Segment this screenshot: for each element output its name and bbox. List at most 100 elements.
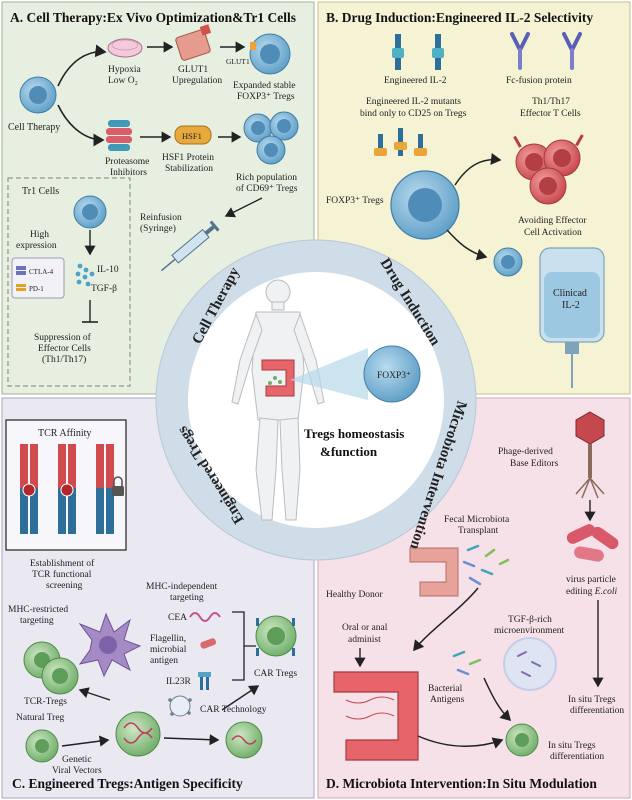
foxp3-tregs-label: FOXP3⁺ Tregs: [326, 196, 384, 206]
fecal-microbiota-1: Fecal Microbiota: [444, 515, 510, 525]
small-treg-nucleus: [501, 255, 515, 269]
effector-t-cells-label: Effector T Cells: [520, 108, 581, 119]
phage-icon: [575, 411, 605, 499]
donor-intestine-icon: [409, 547, 459, 597]
panel-b-title: B. Drug Induction:Engineered IL-2 Select…: [326, 10, 593, 25]
insitu-treg-nucleus: [515, 733, 529, 747]
panel-c-title: C. Engineered Tregs:Antigen Specificity: [12, 776, 243, 791]
proteasome-label: Proteasome: [105, 157, 149, 167]
arrow-bact-to-treg: [483, 677, 512, 722]
fecal-microbiota-2: Transplant: [458, 526, 499, 536]
tgf-rich-1: TGF-β-rich: [508, 615, 552, 625]
iv-bag-icon: [539, 247, 605, 388]
arrow-treg-to-effector: [454, 153, 502, 186]
arrow-to-reinfusion: [224, 197, 263, 218]
mhc-independent-2: targeting: [170, 593, 204, 603]
high-expression-1: High: [30, 230, 49, 240]
foxp3-label: FOXP3⁺: [377, 371, 411, 381]
fc-fusion-protein-icon: [510, 32, 582, 70]
cd25-receptors-icon: [374, 128, 427, 156]
mhc-independent-1: MHC-independent: [146, 582, 218, 592]
genetic-label: Genetic: [62, 755, 92, 765]
arrow-to-proteasome: [57, 104, 105, 147]
petri-dish-icon: [107, 38, 143, 58]
suppression-2: Effector Cells: [38, 343, 91, 354]
viral-vector-icon: [168, 695, 192, 717]
arrow-to-car-tregs: [221, 685, 260, 711]
dna-icon: [123, 722, 153, 744]
il2-mutants-1: Engineered IL-2 mutants: [366, 97, 461, 107]
culture-flask-cap-icon: [199, 24, 212, 36]
phage-base-editors-2: Base Editors: [510, 459, 559, 469]
fc-fusion-label: Fc-fusion protein: [506, 75, 572, 86]
hypoxia-label: Hypoxia: [108, 65, 142, 75]
car-treg-cell: [255, 615, 297, 657]
glut1-upregulation-2: Upregulation: [172, 76, 222, 86]
glut1-transporter-icon: [250, 42, 256, 50]
tgfb-label: TGF-β: [91, 284, 117, 294]
tr1-label: Tr1 Cells: [22, 186, 59, 197]
ecoli-bacteria-icon: [566, 524, 619, 562]
homeostasis-1: Tregs homeostasis: [304, 426, 404, 441]
tcr-treg-cells: [23, 641, 79, 695]
ctla4-label: CTLA-4: [29, 268, 54, 276]
car-technology-label: CAR Technology: [200, 705, 267, 715]
virus-editing-label: editing E.coli: [566, 587, 618, 597]
foxp3-treg-nucleus: [408, 188, 442, 222]
tgf-molecules-icon: [517, 651, 541, 677]
car-tregs-label: CAR Tregs: [254, 669, 297, 679]
suppression-1: Suppression of: [34, 332, 92, 343]
insitu-1-label: In situ Tregs: [568, 695, 616, 705]
syringe-icon: [160, 220, 220, 272]
tr1-nucleus: [82, 204, 98, 220]
flagellin-2: microbial: [150, 645, 187, 655]
glut1-tag: GLUT1: [226, 57, 250, 66]
engineered-il2-label: Engineered IL-2: [384, 76, 447, 86]
arrow-to-hypoxia: [57, 44, 107, 87]
engineered-dna-icon: [231, 735, 257, 745]
clinicad-il2-label: IL-2: [562, 300, 580, 311]
oral-anal-1: Oral or anal: [342, 623, 388, 633]
flagellin-3: antigen: [150, 656, 178, 666]
tr1-box: [7, 177, 131, 387]
cytokine-dots: [75, 263, 95, 287]
mhc-restricted-1: MHC-restricted: [8, 605, 68, 615]
suppression-3: (Th1/Th17): [42, 354, 86, 365]
expanded-treg-nucleus: [260, 44, 280, 64]
bacterial-antigens-2: Antigens: [430, 695, 465, 705]
inhibitors-label: Inhibitors: [110, 168, 147, 178]
glut1-upregulation-1: GLUT1: [178, 65, 208, 75]
engineered-il2-icon: [392, 34, 444, 70]
establishment-3: screening: [46, 581, 83, 591]
flagellin-antigen-icon: [200, 638, 217, 649]
establishment-2: TCR functional: [32, 569, 92, 580]
flagellin-1: Flagellin,: [150, 634, 186, 644]
cell-therapy-nucleus: [29, 86, 47, 104]
reinfusion-syringe-label: (Syringe): [140, 223, 176, 234]
tgf-rich-2: microenvironment: [494, 626, 565, 636]
insitu-2-label-2: differentiation: [550, 751, 604, 762]
low-o2-label: Low O₂: [108, 76, 138, 86]
clinicad-label: Clinicad: [553, 288, 587, 299]
hsf1-stabilization-2: Stabilization: [165, 164, 213, 174]
il23r-label: IL23R: [166, 677, 191, 687]
il2-mutants-2: bind only to CD25 on Tregs: [360, 109, 467, 119]
hsf1-protein-icon: [174, 125, 212, 145]
establishment-1: Establishment of: [30, 558, 95, 569]
mhc-restricted-2: targeting: [20, 616, 54, 626]
viral-vectors-label: Viral Vectors: [52, 766, 102, 776]
arrow-engineered-out: [163, 734, 220, 746]
rich-population-2: of CD69⁺ Tregs: [236, 183, 298, 194]
phage-base-editors-1: Phage-derived: [498, 447, 553, 457]
petri-dish-rim-icon: [111, 39, 139, 51]
high-expression-2: expression: [16, 241, 57, 251]
il23r-receptor-icon: [198, 672, 211, 690]
healthy-donor-label: Healthy Donor: [326, 590, 384, 600]
foxp3-cell-zoom: [363, 345, 421, 403]
tcr-tregs-label: TCR-Tregs: [24, 697, 67, 707]
dendritic-cell-icon: [78, 612, 142, 678]
hsf1-stabilization-1: HSF1 Protein: [162, 153, 214, 163]
expanded-stable-1: Expanded stable: [233, 81, 296, 91]
zoom-beam: [290, 348, 368, 400]
